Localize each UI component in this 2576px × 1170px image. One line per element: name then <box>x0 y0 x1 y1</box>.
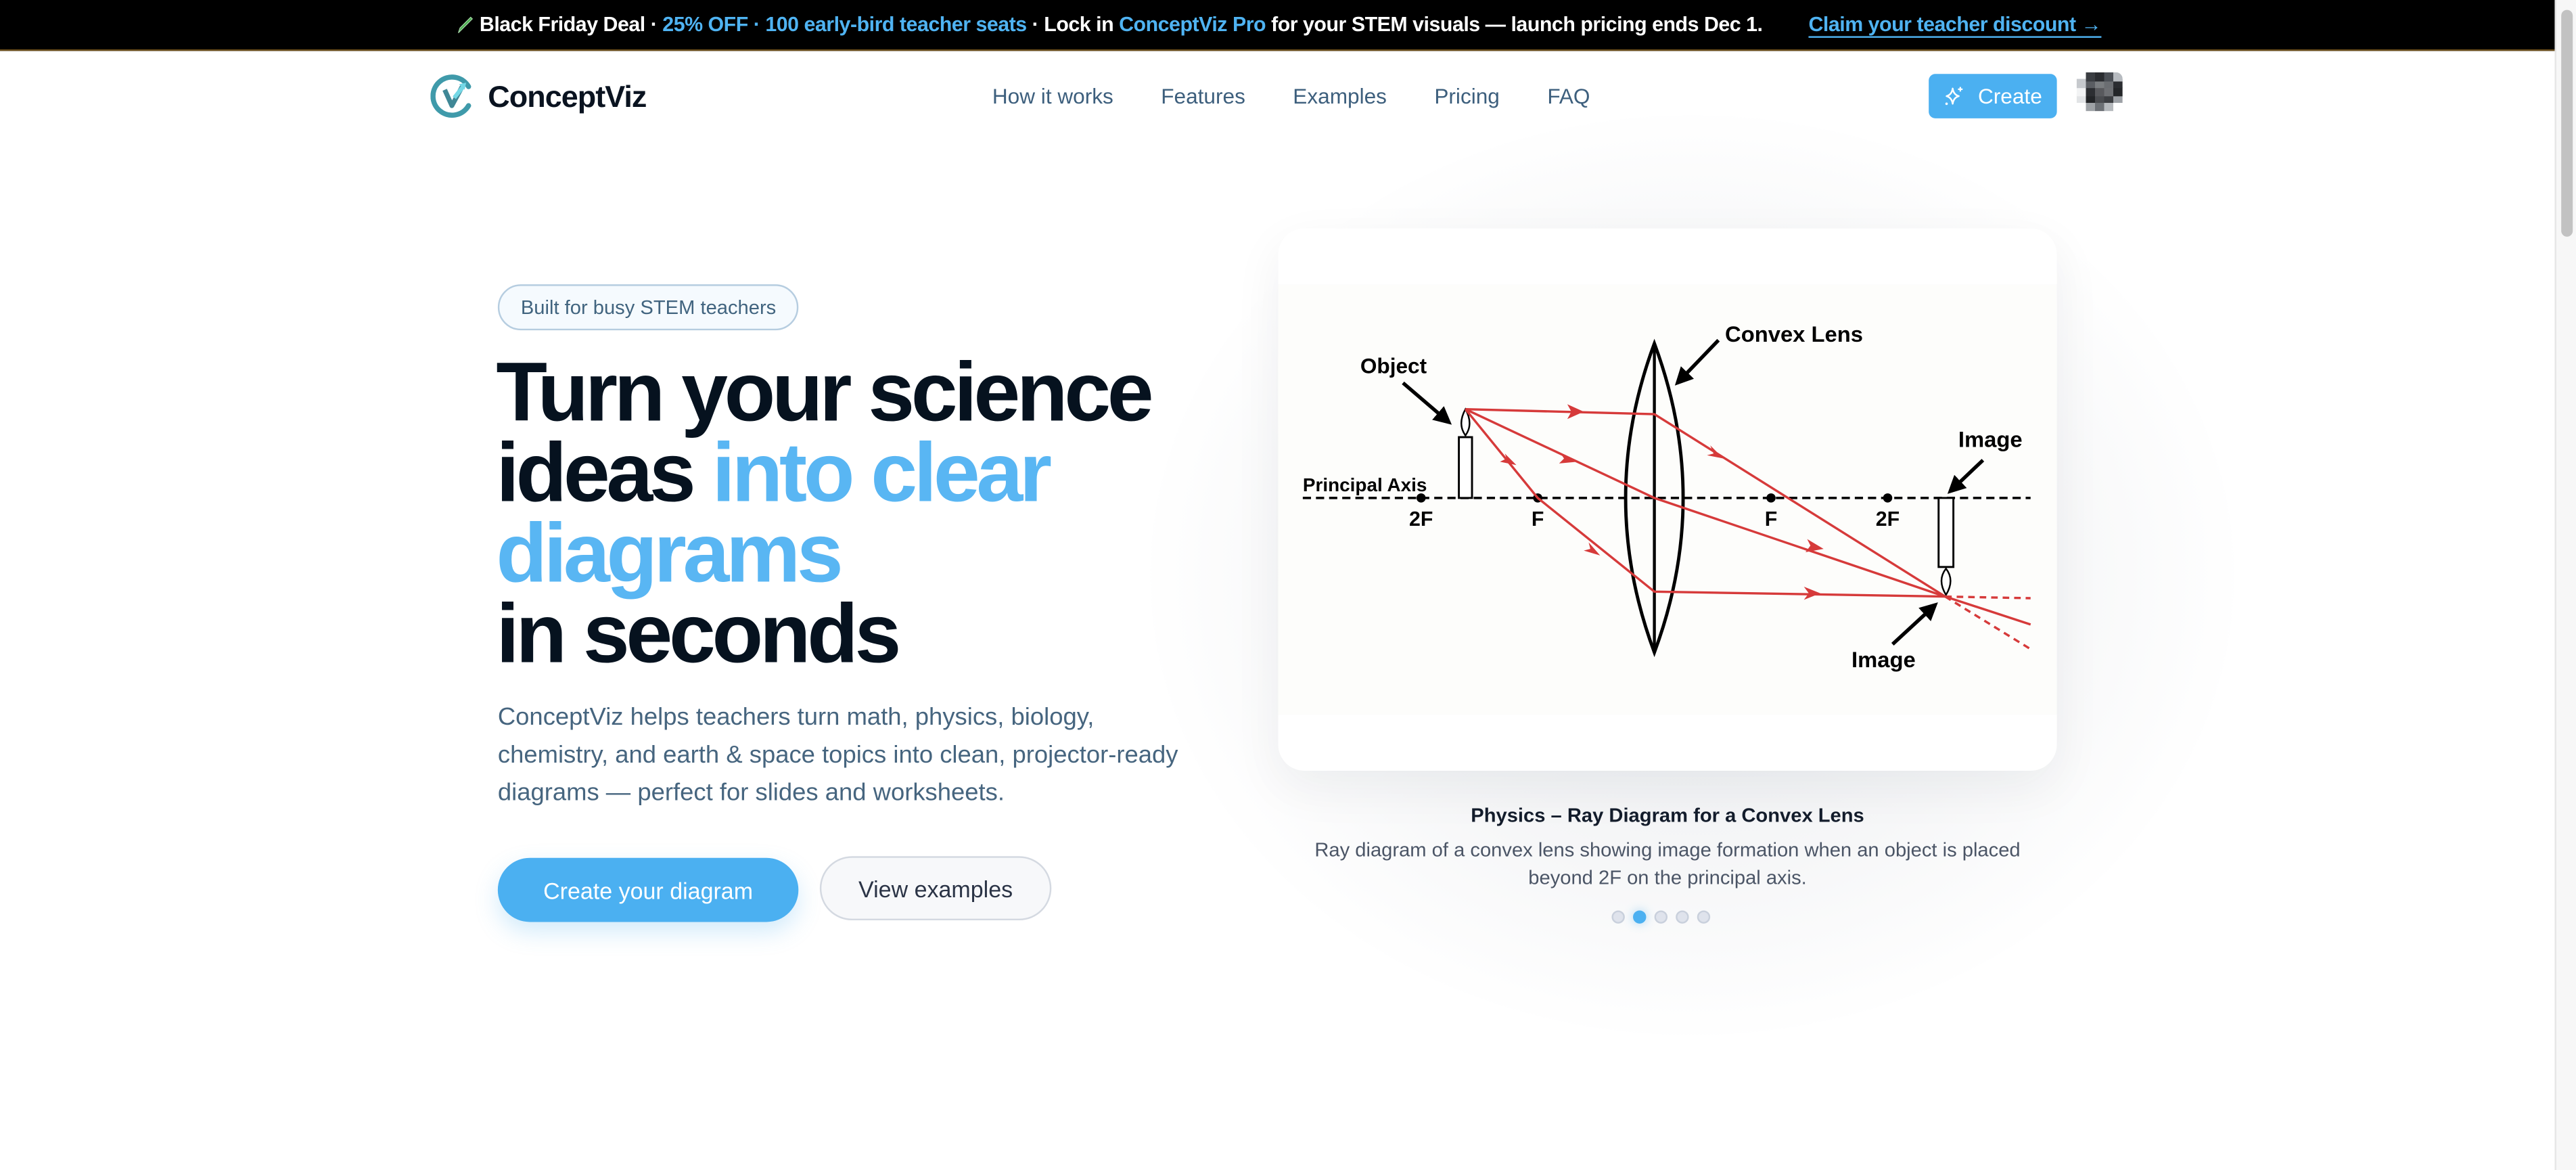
svg-text:2F: 2F <box>1876 508 1900 531</box>
hero-subtitle: ConceptViz helps teachers turn math, phy… <box>497 703 1178 807</box>
pencil-icon <box>457 16 473 34</box>
top-nav: ConceptViz How it works Features Example… <box>430 66 2123 128</box>
create-button[interactable]: Create <box>1929 74 2057 118</box>
audience-badge: Built for busy STEM teachers <box>497 284 800 331</box>
promo-lead: Black Friday Deal <box>479 13 645 37</box>
brand-logo[interactable]: ConceptViz <box>430 72 647 120</box>
nav-link-pricing[interactable]: Pricing <box>1434 83 1500 109</box>
create-diagram-button[interactable]: Create your diagram <box>497 857 799 922</box>
svg-text:F: F <box>1532 508 1544 531</box>
showcase-card[interactable]: Principal Axis 2F F F 2F <box>1278 228 2057 771</box>
ray-diagram: Principal Axis 2F F F 2F <box>1278 284 2057 715</box>
nav-link-examples[interactable]: Examples <box>1293 83 1387 109</box>
carousel-dot-5[interactable] <box>1697 910 1711 924</box>
svg-text:Object: Object <box>1360 353 1427 378</box>
axis-label: Principal Axis <box>1303 474 1427 495</box>
promo-seats: 100 early-bird teacher seats <box>765 13 1027 37</box>
nav-links: How it works Features Examples Pricing F… <box>992 84 1590 108</box>
svg-text:F: F <box>1765 508 1778 531</box>
hero-headline: Turn your science ideas into clear diagr… <box>496 345 1153 681</box>
promo-banner: Black Friday Deal · 25% OFF · 100 early-… <box>0 0 2556 51</box>
promo-discount: 25% OFF <box>662 13 748 37</box>
promo-product: ConceptViz Pro <box>1119 13 1266 37</box>
carousel-dot-2[interactable] <box>1633 910 1647 924</box>
showcase-title: Physics – Ray Diagram for a Convex Lens <box>1471 803 1864 827</box>
svg-text:Image: Image <box>1958 427 2023 452</box>
convex-lens <box>1624 338 1685 658</box>
nav-link-faq[interactable]: FAQ <box>1547 83 1590 109</box>
scrollbar-thumb[interactable] <box>2561 9 2573 237</box>
svg-text:Image: Image <box>1852 647 1916 672</box>
create-button-label: Create <box>1977 83 2042 109</box>
sparkles-icon <box>1945 87 1963 106</box>
conceptviz-logo-icon <box>430 74 472 118</box>
image-candle <box>1937 497 1955 568</box>
carousel-dot-3[interactable] <box>1654 910 1668 924</box>
brand-name: ConceptViz <box>488 78 647 113</box>
view-examples-button[interactable]: View examples <box>819 856 1052 921</box>
user-avatar[interactable] <box>2076 72 2123 118</box>
nav-link-how-it-works[interactable]: How it works <box>992 83 1113 109</box>
claim-discount-link[interactable]: Claim your teacher discount → <box>1808 13 2102 37</box>
object-candle <box>1458 436 1473 499</box>
svg-text:Convex Lens: Convex Lens <box>1725 321 1863 346</box>
carousel-dot-4[interactable] <box>1676 910 1689 924</box>
showcase-description: Ray diagram of a convex lens showing ima… <box>1314 838 2021 888</box>
page-scrollbar[interactable] <box>2554 0 2576 1170</box>
nav-link-features[interactable]: Features <box>1161 83 1245 109</box>
carousel-dots <box>1611 910 1711 924</box>
svg-text:2F: 2F <box>1409 508 1433 531</box>
carousel-dot-1[interactable] <box>1611 910 1625 924</box>
